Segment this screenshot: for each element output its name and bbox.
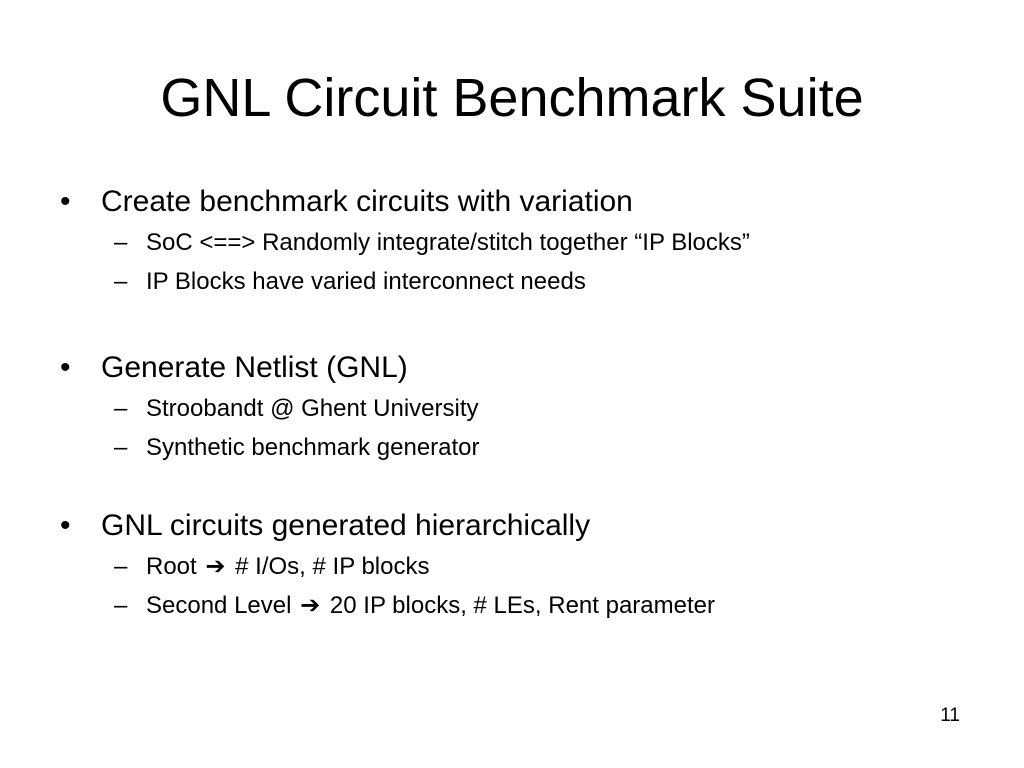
bullet-item: • Generate Netlist (GNL) [0, 346, 1000, 390]
sub-item-text: Synthetic benchmark generator [146, 429, 480, 467]
dash-icon: – [114, 553, 128, 580]
sub-item-text: IP Blocks have varied interconnect needs [146, 263, 586, 301]
bullet-icon: • [60, 351, 71, 384]
bullet-group-3: • GNL circuits generated hierarchically … [0, 504, 1000, 626]
sub-list: – Stroobandt @ Ghent University – Synthe… [0, 390, 1000, 468]
sub-item-text-main: Stroobandt @ Ghent University [146, 395, 479, 422]
arrow-right-icon: ➔ [205, 553, 226, 580]
sub-item-text-main: IP Blocks have varied interconnect needs [146, 268, 586, 295]
bullet-item: • Create benchmark circuits with variati… [0, 180, 1000, 224]
bullet-icon: • [60, 185, 71, 218]
dash-icon: – [114, 592, 128, 619]
page-number: 11 [940, 705, 960, 726]
sub-item-text: SoC <==> Randomly integrate/stitch toget… [146, 224, 750, 262]
sub-item: – Stroobandt @ Ghent University [0, 390, 1000, 429]
dash-icon: – [114, 395, 128, 422]
bullet-group-2: • Generate Netlist (GNL) – Stroobandt @ … [0, 346, 1000, 468]
sub-item: – Synthetic benchmark generator [0, 429, 1000, 468]
sub-item: – IP Blocks have varied interconnect nee… [0, 263, 1000, 302]
sub-list: – Root ➔ # I/Os, # IP blocks – Second Le… [0, 548, 1000, 626]
dash-icon: – [114, 268, 128, 295]
sub-item: – SoC <==> Randomly integrate/stitch tog… [0, 224, 1000, 263]
slide-title: GNL Circuit Benchmark Suite [160, 68, 864, 128]
dash-icon: – [114, 229, 128, 256]
sub-item-text-main: Root [146, 553, 197, 580]
sub-item-text-main: SoC <==> Randomly integrate/stitch toget… [146, 229, 750, 256]
bullet-item: • GNL circuits generated hierarchically [0, 504, 1000, 548]
sub-item-text-main: Second Level [146, 592, 292, 619]
sub-item: – Root ➔ # I/Os, # IP blocks [0, 548, 1000, 587]
sub-item-text-main: Synthetic benchmark generator [146, 434, 480, 461]
sub-item-text: Second Level ➔ 20 IP blocks, # LEs, Rent… [146, 587, 715, 625]
arrow-right-icon: ➔ [300, 592, 321, 619]
bullet-text: GNL circuits generated hierarchically [101, 509, 591, 542]
bullet-text: Generate Netlist (GNL) [101, 351, 408, 384]
dash-icon: – [114, 434, 128, 461]
bullet-text: Create benchmark circuits with variation [101, 185, 633, 218]
sub-item-text-tail: 20 IP blocks, # LEs, Rent parameter [329, 592, 715, 619]
sub-item-text-tail: # I/Os, # IP blocks [235, 553, 430, 580]
sub-item-text: Stroobandt @ Ghent University [146, 390, 479, 428]
sub-item: – Second Level ➔ 20 IP blocks, # LEs, Re… [0, 587, 1000, 626]
sub-list: – SoC <==> Randomly integrate/stitch tog… [0, 224, 1000, 302]
bullet-icon: • [60, 509, 71, 542]
bullet-group-1: • Create benchmark circuits with variati… [0, 180, 1000, 302]
sub-item-text: Root ➔ # I/Os, # IP blocks [146, 548, 429, 586]
